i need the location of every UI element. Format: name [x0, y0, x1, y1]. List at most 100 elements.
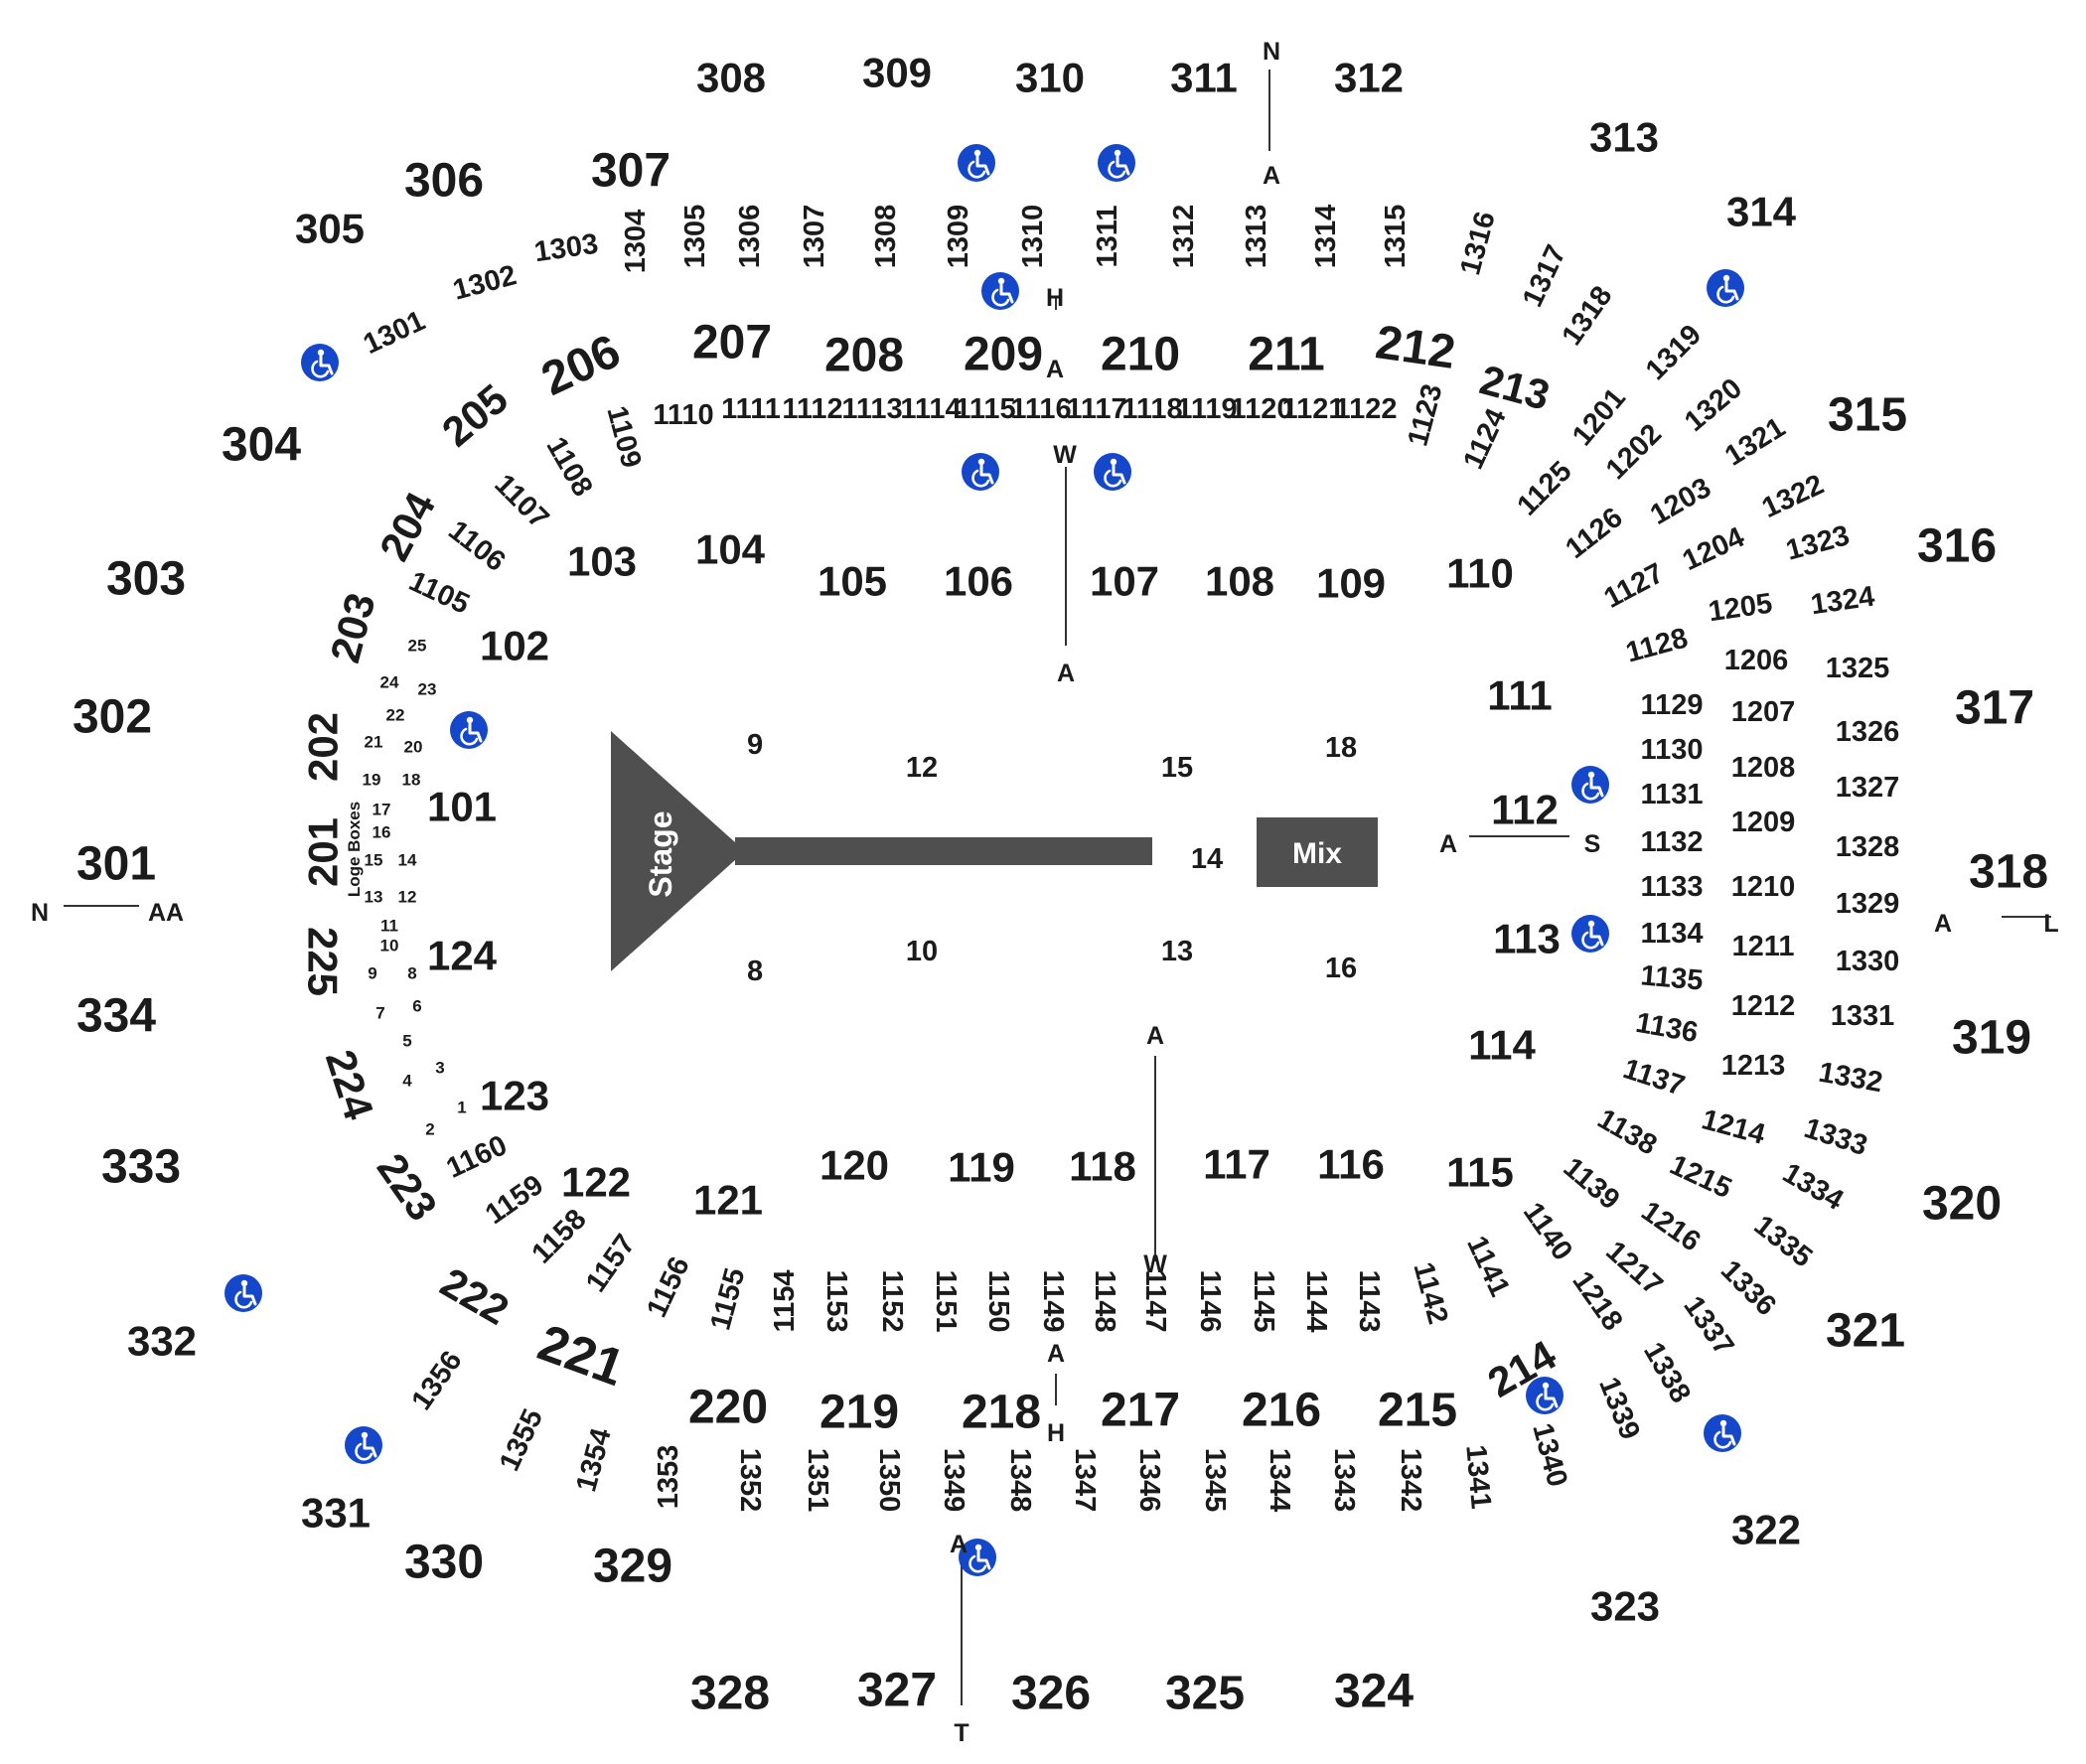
loge-box-5[interactable]: 5 — [402, 1032, 411, 1051]
section-102[interactable]: 102 — [480, 623, 549, 669]
seat-section-1325[interactable]: 1325 — [1826, 653, 1890, 684]
section-103[interactable]: 103 — [567, 538, 637, 585]
section-121[interactable]: 121 — [693, 1177, 763, 1224]
seat-section-1128[interactable]: 1128 — [1622, 622, 1691, 668]
seat-section-1152[interactable]: 1152 — [876, 1270, 908, 1333]
loge-box-18[interactable]: 18 — [402, 771, 421, 790]
seat-section-1333[interactable]: 1333 — [1800, 1112, 1870, 1162]
section-205[interactable]: 205 — [433, 374, 517, 455]
seat-section-1140[interactable]: 1140 — [1517, 1197, 1578, 1266]
loge-box-6[interactable]: 6 — [412, 997, 421, 1016]
section-320[interactable]: 320 — [1922, 1178, 2002, 1231]
seat-section-1335[interactable]: 1335 — [1748, 1210, 1819, 1274]
seat-section-1323[interactable]: 1323 — [1783, 519, 1854, 567]
section-334[interactable]: 334 — [76, 990, 156, 1043]
seat-section-1116[interactable]: 1116 — [1010, 393, 1071, 425]
seat-section-1212[interactable]: 1212 — [1731, 990, 1796, 1022]
section-109[interactable]: 109 — [1316, 560, 1386, 607]
section-216[interactable]: 216 — [1242, 1385, 1321, 1437]
loge-box-22[interactable]: 22 — [386, 706, 405, 725]
seat-section-1334[interactable]: 1334 — [1777, 1157, 1849, 1217]
seat-section-1150[interactable]: 1150 — [982, 1270, 1014, 1333]
loge-box-20[interactable]: 20 — [404, 738, 423, 757]
section-301[interactable]: 301 — [76, 838, 156, 891]
seat-section-1153[interactable]: 1153 — [820, 1270, 852, 1333]
section-317[interactable]: 317 — [1955, 682, 2034, 735]
seat-section-1320[interactable]: 1320 — [1679, 372, 1748, 438]
seat-section-1154[interactable]: 1154 — [769, 1270, 801, 1333]
section-304[interactable]: 304 — [222, 419, 301, 472]
stage-runway[interactable] — [735, 837, 1152, 865]
section-218[interactable]: 218 — [962, 1387, 1041, 1439]
section-326[interactable]: 326 — [1011, 1668, 1091, 1720]
section-221[interactable]: 221 — [530, 1314, 631, 1397]
seat-section-1348[interactable]: 1348 — [1004, 1448, 1036, 1513]
section-112[interactable]: 112 — [1491, 787, 1559, 833]
loge-box-24[interactable]: 24 — [380, 673, 399, 692]
seat-section-1332[interactable]: 1332 — [1816, 1057, 1884, 1100]
loge-box-7[interactable]: 7 — [375, 1004, 384, 1023]
section-104[interactable]: 104 — [695, 526, 766, 573]
section-329[interactable]: 329 — [593, 1541, 672, 1593]
seat-section-1149[interactable]: 1149 — [1037, 1270, 1069, 1333]
seat-section-1329[interactable]: 1329 — [1836, 888, 1900, 920]
seat-section-1156[interactable]: 1156 — [641, 1252, 696, 1323]
seat-section-1208[interactable]: 1208 — [1731, 752, 1796, 784]
seat-section-1125[interactable]: 1125 — [1511, 455, 1577, 521]
seat-section-1131[interactable]: 1131 — [1641, 779, 1704, 810]
loge-box-9[interactable]: 9 — [368, 964, 376, 983]
seat-section-1319[interactable]: 1319 — [1640, 319, 1708, 386]
section-316[interactable]: 316 — [1917, 520, 1997, 573]
section-222[interactable]: 222 — [433, 1258, 517, 1334]
section-318[interactable]: 318 — [1969, 846, 2048, 899]
seat-section-1313[interactable]: 1313 — [1241, 205, 1272, 269]
section-106[interactable]: 106 — [944, 558, 1013, 605]
seat-section-1331[interactable]: 1331 — [1831, 1000, 1895, 1032]
seat-section-1160[interactable]: 1160 — [442, 1129, 513, 1185]
section-203[interactable]: 203 — [321, 588, 384, 667]
section-211[interactable]: 211 — [1248, 329, 1324, 381]
seat-section-1356[interactable]: 1356 — [405, 1345, 468, 1415]
seat-section-1309[interactable]: 1309 — [943, 205, 974, 269]
seat-section-1203[interactable]: 1203 — [1645, 472, 1716, 531]
section-108[interactable]: 108 — [1205, 558, 1274, 605]
loge-box-12[interactable]: 12 — [398, 888, 417, 907]
seat-section-1350[interactable]: 1350 — [873, 1448, 905, 1513]
section-327[interactable]: 327 — [857, 1665, 937, 1717]
seat-section-1339[interactable]: 1339 — [1592, 1373, 1646, 1444]
section-307[interactable]: 307 — [591, 145, 670, 198]
seat-section-1342[interactable]: 1342 — [1395, 1448, 1426, 1513]
seat-section-1211[interactable]: 1211 — [1732, 931, 1795, 962]
seat-section-1213[interactable]: 1213 — [1721, 1050, 1786, 1082]
section-224[interactable]: 224 — [317, 1044, 383, 1125]
seat-section-1349[interactable]: 1349 — [938, 1448, 969, 1513]
seat-section-1306[interactable]: 1306 — [734, 205, 766, 269]
seat-section-1145[interactable]: 1145 — [1248, 1270, 1279, 1333]
section-115[interactable]: 115 — [1446, 1149, 1514, 1196]
seat-section-1327[interactable]: 1327 — [1836, 772, 1900, 804]
section-219[interactable]: 219 — [820, 1387, 899, 1439]
seat-section-1114[interactable]: 1114 — [900, 393, 961, 425]
loge-box-14[interactable]: 14 — [398, 851, 417, 870]
loge-box-16[interactable]: 16 — [372, 823, 391, 842]
seat-section-1316[interactable]: 1316 — [1454, 209, 1502, 279]
seat-section-1308[interactable]: 1308 — [870, 205, 902, 269]
loge-box-8[interactable]: 8 — [407, 964, 416, 983]
section-331[interactable]: 331 — [301, 1490, 371, 1537]
section-332[interactable]: 332 — [127, 1318, 197, 1365]
seat-section-1317[interactable]: 1317 — [1517, 240, 1572, 312]
seat-section-1324[interactable]: 1324 — [1809, 581, 1876, 622]
section-322[interactable]: 322 — [1731, 1507, 1801, 1553]
mix-area[interactable]: Mix — [1257, 817, 1378, 887]
seat-section-1133[interactable]: 1133 — [1641, 871, 1704, 903]
section-223[interactable]: 223 — [369, 1145, 447, 1229]
seat-section-1105[interactable]: 1105 — [404, 565, 475, 621]
stage-area[interactable]: Stage — [611, 731, 1152, 971]
section-119[interactable]: 119 — [948, 1144, 1015, 1191]
section-314[interactable]: 314 — [1726, 189, 1797, 235]
loge-box-23[interactable]: 23 — [418, 680, 437, 699]
section-333[interactable]: 333 — [101, 1141, 181, 1194]
loge-box-4[interactable]: 4 — [402, 1072, 412, 1091]
seat-section-1314[interactable]: 1314 — [1310, 205, 1342, 269]
seat-section-1124[interactable]: 1124 — [1457, 404, 1513, 475]
